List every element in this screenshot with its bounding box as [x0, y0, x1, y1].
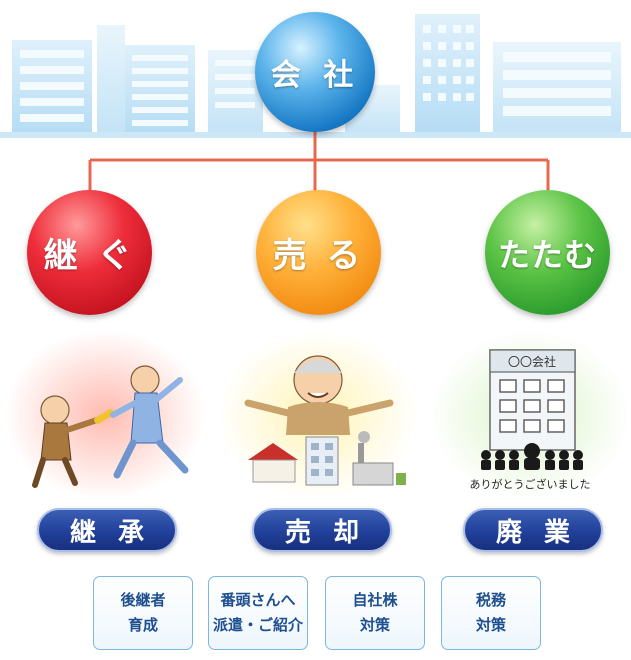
service-box-successor-training: 後継者 育成 [93, 576, 193, 650]
option-circle-close: たたむ [485, 190, 610, 315]
closing-thanks-caption: ありがとうございました [470, 477, 591, 491]
option-label-close: たたむ [497, 235, 597, 274]
closing-company-sign: 〇〇会社 [508, 354, 556, 369]
result-pill-closure: 廃業 [463, 508, 603, 552]
result-label-closure: 廃業 [495, 517, 592, 548]
service-line2: 育成 [127, 616, 158, 634]
baton-pass-illustration [5, 325, 205, 500]
option-label-succeed: 継 ぐ [43, 236, 136, 276]
option-circle-succeed: 継 ぐ [27, 190, 152, 315]
option-label-sell: 売 る [272, 236, 365, 276]
service-box-tax: 税務 対策 [441, 576, 541, 650]
city-skyline-illustration [0, 0, 631, 150]
company-circle: 会 社 [255, 12, 375, 132]
business-sale-illustration [218, 325, 418, 500]
service-line2: 対策 [359, 616, 390, 634]
business-closing-illustration: 〇〇会社 ありがとうございました [430, 325, 630, 500]
result-pill-sale: 売却 [252, 508, 392, 552]
service-line1: 自社株 [352, 591, 398, 609]
service-line2: 派遣・ご紹介 [212, 616, 303, 634]
result-pill-succession: 継承 [37, 508, 177, 552]
service-box-manager-dispatch: 番頭さんへ 派遣・ご紹介 [208, 576, 308, 650]
service-box-company-stock: 自社株 対策 [325, 576, 425, 650]
service-line1: 税務 [475, 591, 506, 609]
service-line1: 番頭さんへ [220, 591, 296, 609]
service-line2: 対策 [475, 616, 506, 634]
service-line1: 後継者 [120, 591, 166, 609]
option-circle-sell: 売 る [256, 190, 381, 315]
company-label: 会 社 [270, 58, 360, 93]
result-label-sale: 売却 [284, 517, 381, 548]
result-label-succession: 継承 [69, 517, 166, 548]
